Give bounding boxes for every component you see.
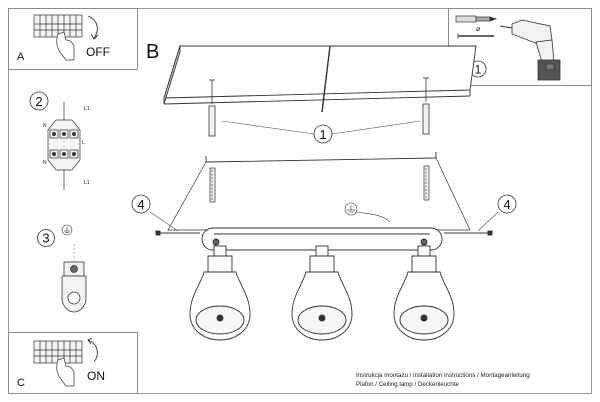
callout-circle: [497, 194, 517, 214]
earth-symbol-icon: [344, 202, 391, 223]
panel-c-letter: C: [17, 377, 25, 389]
hand-icon: [56, 31, 75, 61]
side-screw-step-number-right: 4: [503, 197, 510, 212]
wiring-step-number: 2: [35, 94, 42, 109]
callout-circle: [29, 91, 49, 111]
ceiling-plate: [163, 45, 477, 113]
callout-circle: [37, 229, 55, 247]
wire-label-n-top: N: [43, 123, 47, 129]
page-frame: [8, 8, 592, 394]
mounting-step-number: 1: [319, 127, 326, 142]
screw-icon: [208, 77, 430, 137]
leader-lines: [149, 120, 499, 232]
side-screw-step-number-left: 4: [137, 197, 144, 212]
side-screw-left: [155, 230, 200, 236]
tools-step-number: 1: [475, 63, 482, 77]
footer-line-1: Instrukcja montażu / installation instru…: [356, 372, 530, 379]
arrow-icon: [87, 15, 99, 40]
lamp-shade-right: [393, 245, 455, 341]
wire-label-l1-bottom: L1: [84, 180, 90, 186]
panel-a-state: OFF: [86, 45, 110, 59]
panel-a-letter: A: [17, 51, 25, 63]
drill-icon: [499, 19, 561, 81]
callout-circle: [313, 124, 333, 144]
terminal-block-icon: [47, 102, 81, 190]
arrow-icon: [87, 337, 98, 363]
wall-plug-icon: [455, 15, 498, 23]
callout-circle: [131, 194, 151, 214]
wire-label-n-bottom: N: [43, 160, 47, 166]
diameter-symbol: ⌀: [476, 26, 480, 33]
panel-b-letter: B: [146, 41, 160, 63]
earth-step-number: 3: [42, 231, 49, 246]
side-screw-right: [444, 230, 493, 236]
breaker-on-icon: [33, 340, 83, 364]
panel-c-state: ON: [87, 369, 105, 383]
hand-icon: [56, 357, 75, 387]
earth-symbol-icon: [61, 224, 73, 236]
screw-icon: [457, 33, 494, 39]
earth-terminal-icon: [61, 244, 87, 313]
wall-plug-icon: [209, 165, 430, 203]
lamp-shade-center: [291, 245, 353, 341]
footer-line-2: Plafon / Ceiling lamp / Deckenleuchte: [356, 381, 459, 388]
wire-label-l1-top: L1: [84, 106, 90, 112]
footer-caption: Instrukcja montażu / installation instru…: [356, 371, 576, 389]
lamp-shade-left: [189, 245, 251, 341]
wire-label-l: L: [82, 140, 85, 146]
